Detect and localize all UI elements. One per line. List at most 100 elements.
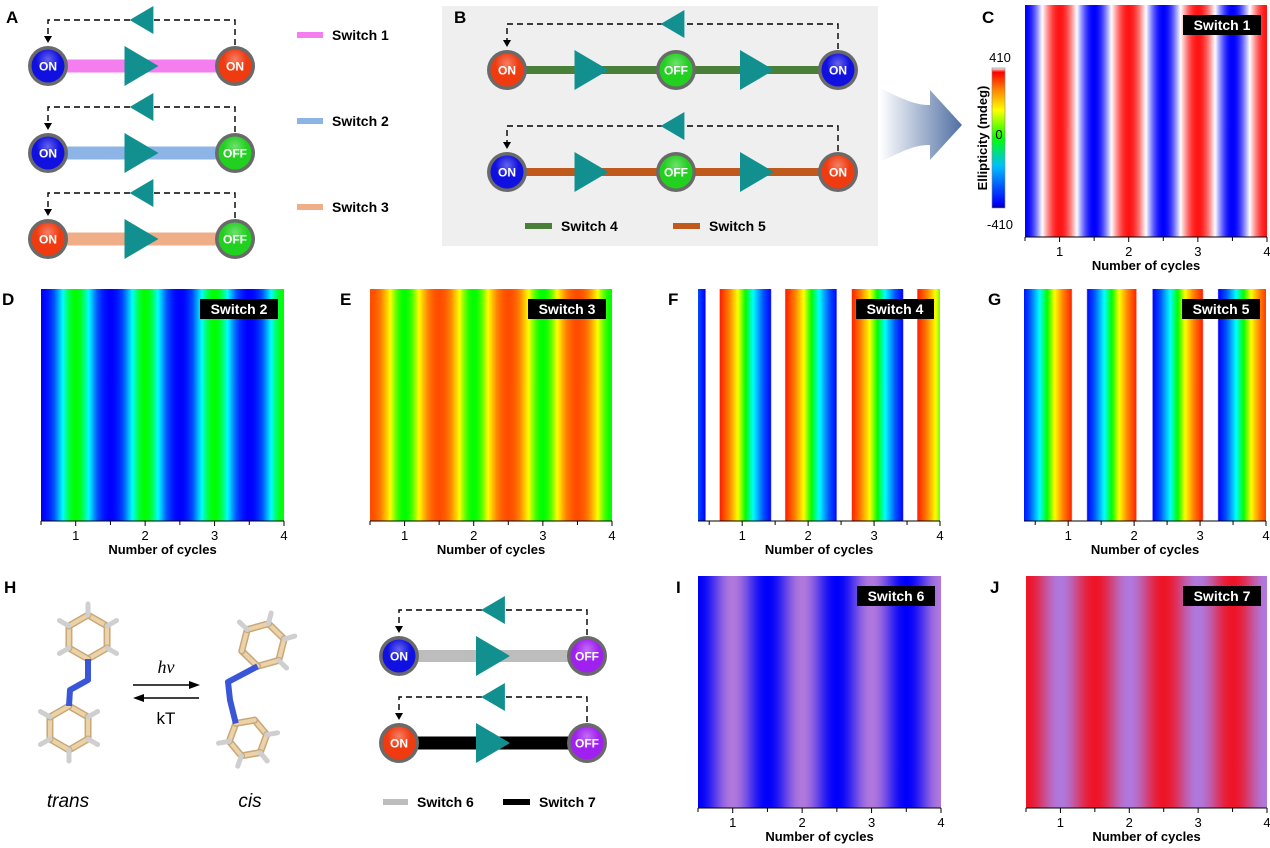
hydrogen-atom	[276, 657, 290, 671]
end-node: ON	[215, 46, 255, 86]
switch-badge	[200, 299, 278, 319]
x-tick-label: 3	[211, 528, 218, 543]
feedback-dashed-line	[398, 696, 588, 722]
feedback-arrow-icon	[129, 93, 154, 121]
x-tick-label: 3	[1195, 815, 1202, 830]
end-node-label: ON	[829, 64, 847, 78]
switch-badge-label: Switch 1	[1194, 17, 1251, 33]
feedback-arrowhead-icon	[395, 713, 403, 720]
panel-label-e: E	[340, 290, 352, 309]
panel-label-b: B	[454, 8, 467, 27]
panel-label-a: A	[6, 8, 19, 27]
legend-item: Switch 6	[383, 794, 474, 810]
switch-badge	[856, 299, 934, 319]
end-node-label: OFF	[223, 233, 247, 247]
feedback-arrowhead-icon	[503, 142, 511, 149]
forward-arrow-icon	[740, 152, 774, 192]
photoisomerization-arrows: hv kT	[133, 657, 200, 728]
feedback-arrow-icon	[660, 112, 685, 140]
colorbar: 410 0 -410 Ellipticity (mdeg)	[975, 50, 1013, 232]
x-tick-label: 4	[1262, 528, 1269, 543]
middle-node: OFF	[656, 50, 696, 90]
start-node: ON	[28, 46, 68, 86]
x-tick-label: 3	[1196, 528, 1203, 543]
hydrogen-atom	[104, 645, 120, 656]
start-node-label: ON	[39, 60, 57, 74]
end-node: OFF	[215, 219, 255, 259]
x-tick-label: 1	[1056, 244, 1063, 259]
feedback-arrowhead-icon	[395, 626, 403, 633]
feedback-arrow-icon	[481, 596, 505, 624]
start-node-label: ON	[39, 233, 57, 247]
start-node: ON	[379, 636, 419, 676]
start-node: ON	[379, 723, 419, 763]
switch-diagram: ON OFF ON	[487, 10, 858, 90]
x-tick-label: 3	[1194, 244, 1201, 259]
end-node-label: ON	[226, 60, 244, 74]
reverse-label: kT	[157, 709, 176, 728]
panel-label-h: H	[4, 578, 17, 597]
hydrogen-atom	[85, 736, 101, 747]
feedback-arrowhead-icon	[44, 209, 52, 216]
middle-node-label: OFF	[664, 166, 688, 180]
heatmap-image	[370, 289, 612, 521]
x-tick-label: 3	[868, 815, 875, 830]
panel-label-d: D	[2, 290, 15, 309]
legend-item: Switch 3	[297, 199, 389, 215]
start-node: ON	[487, 50, 527, 90]
colorbar-max-label: 410	[989, 50, 1011, 65]
x-tick-label: 2	[799, 815, 806, 830]
forward-arrow-icon	[476, 723, 510, 763]
start-node-label: ON	[390, 737, 408, 751]
end-node: ON	[818, 50, 858, 90]
x-tick-label: 4	[608, 528, 615, 543]
switch-diagram: ON OFF ON	[487, 112, 858, 192]
hydrogen-atom	[215, 738, 232, 746]
heatmap-image	[41, 289, 284, 521]
forward-arrow-icon	[124, 133, 159, 173]
heatmap-image	[1025, 5, 1267, 237]
x-tick-label: 2	[470, 528, 477, 543]
feedback-arrow-icon	[481, 683, 505, 711]
legend-label: Switch 1	[332, 27, 389, 43]
colorbar-title: Ellipticity (mdeg)	[975, 86, 990, 191]
x-tick-label: 2	[1131, 528, 1138, 543]
end-node: OFF	[567, 636, 607, 676]
legend-label: Switch 2	[332, 113, 389, 129]
start-node-label: ON	[498, 64, 516, 78]
cis-label: cis	[238, 791, 262, 812]
forward-arrowhead-icon	[189, 681, 200, 689]
x-tick-label: 1	[72, 528, 79, 543]
feedback-dashed-line	[398, 609, 588, 635]
x-tick-label: 2	[805, 528, 812, 543]
x-axis-title: Number of cycles	[1091, 542, 1199, 557]
switch-badge-label: Switch 4	[867, 301, 924, 317]
end-node-label: OFF	[575, 737, 599, 751]
legend-item: Switch 2	[297, 113, 389, 129]
legend-label: Switch 6	[417, 794, 474, 810]
x-tick-label: 3	[539, 528, 546, 543]
middle-node: OFF	[656, 152, 696, 192]
x-tick-label: 1	[729, 815, 736, 830]
legend-item: Switch 5	[673, 218, 766, 234]
hydrogen-atom	[236, 619, 250, 633]
start-node-label: ON	[498, 166, 516, 180]
big-arrow-icon	[880, 88, 962, 162]
forward-arrow-icon	[574, 50, 609, 90]
hydrogen-atom	[281, 633, 298, 642]
feedback-arrowhead-icon	[44, 123, 52, 130]
x-tick-label: 1	[1057, 815, 1064, 830]
start-node: ON	[487, 152, 527, 192]
end-node: ON	[818, 152, 858, 192]
x-tick-label: 2	[142, 528, 149, 543]
azo-nitrogen-bond	[225, 663, 259, 725]
x-axis-title: Number of cycles	[1092, 258, 1200, 273]
x-axis-title: Number of cycles	[108, 542, 216, 557]
start-node: ON	[28, 133, 68, 173]
legend-item: Switch 7	[503, 794, 596, 810]
forward-arrow-icon	[124, 46, 159, 86]
